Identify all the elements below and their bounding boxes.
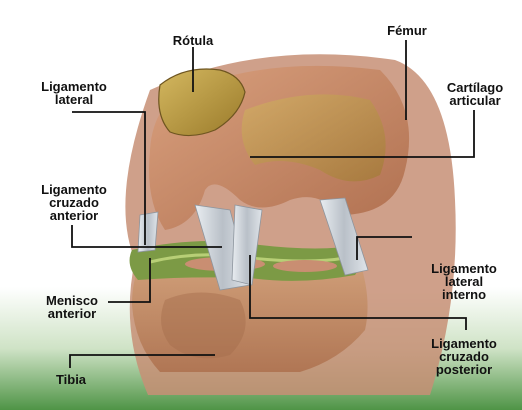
label-menisco-anterior: Menisco anterior [34,294,110,320]
label-rotula: Rótula [164,34,222,47]
label-cartilago-articular: Cartílago articular [436,81,514,107]
label-menisco-line2: anterior [34,307,110,320]
label-rotula-text: Rótula [164,34,222,47]
label-cruzado-anterior-line3: anterior [28,209,120,222]
label-ligamento-cruzado-posterior: Ligamento cruzado posterior [416,337,512,376]
label-tibia-text: Tibia [50,373,92,386]
label-ligamento-lateral-interno: Ligamento lateral interno [418,262,510,301]
label-cruzado-posterior-line3: posterior [416,363,512,376]
label-femur-text: Fémur [382,24,432,37]
label-cartilago-line2: articular [436,94,514,107]
label-ligamento-cruzado-anterior: Ligamento cruzado anterior [28,183,120,222]
meniscus-gap-right [273,260,337,272]
label-tibia: Tibia [50,373,92,386]
label-ligamento-lateral-line2: lateral [28,93,120,106]
label-ligamento-lateral: Ligamento lateral [28,80,120,106]
label-femur: Fémur [382,24,432,37]
lateral-collateral-ligament [138,212,158,252]
label-lateral-interno-line3: interno [418,288,510,301]
